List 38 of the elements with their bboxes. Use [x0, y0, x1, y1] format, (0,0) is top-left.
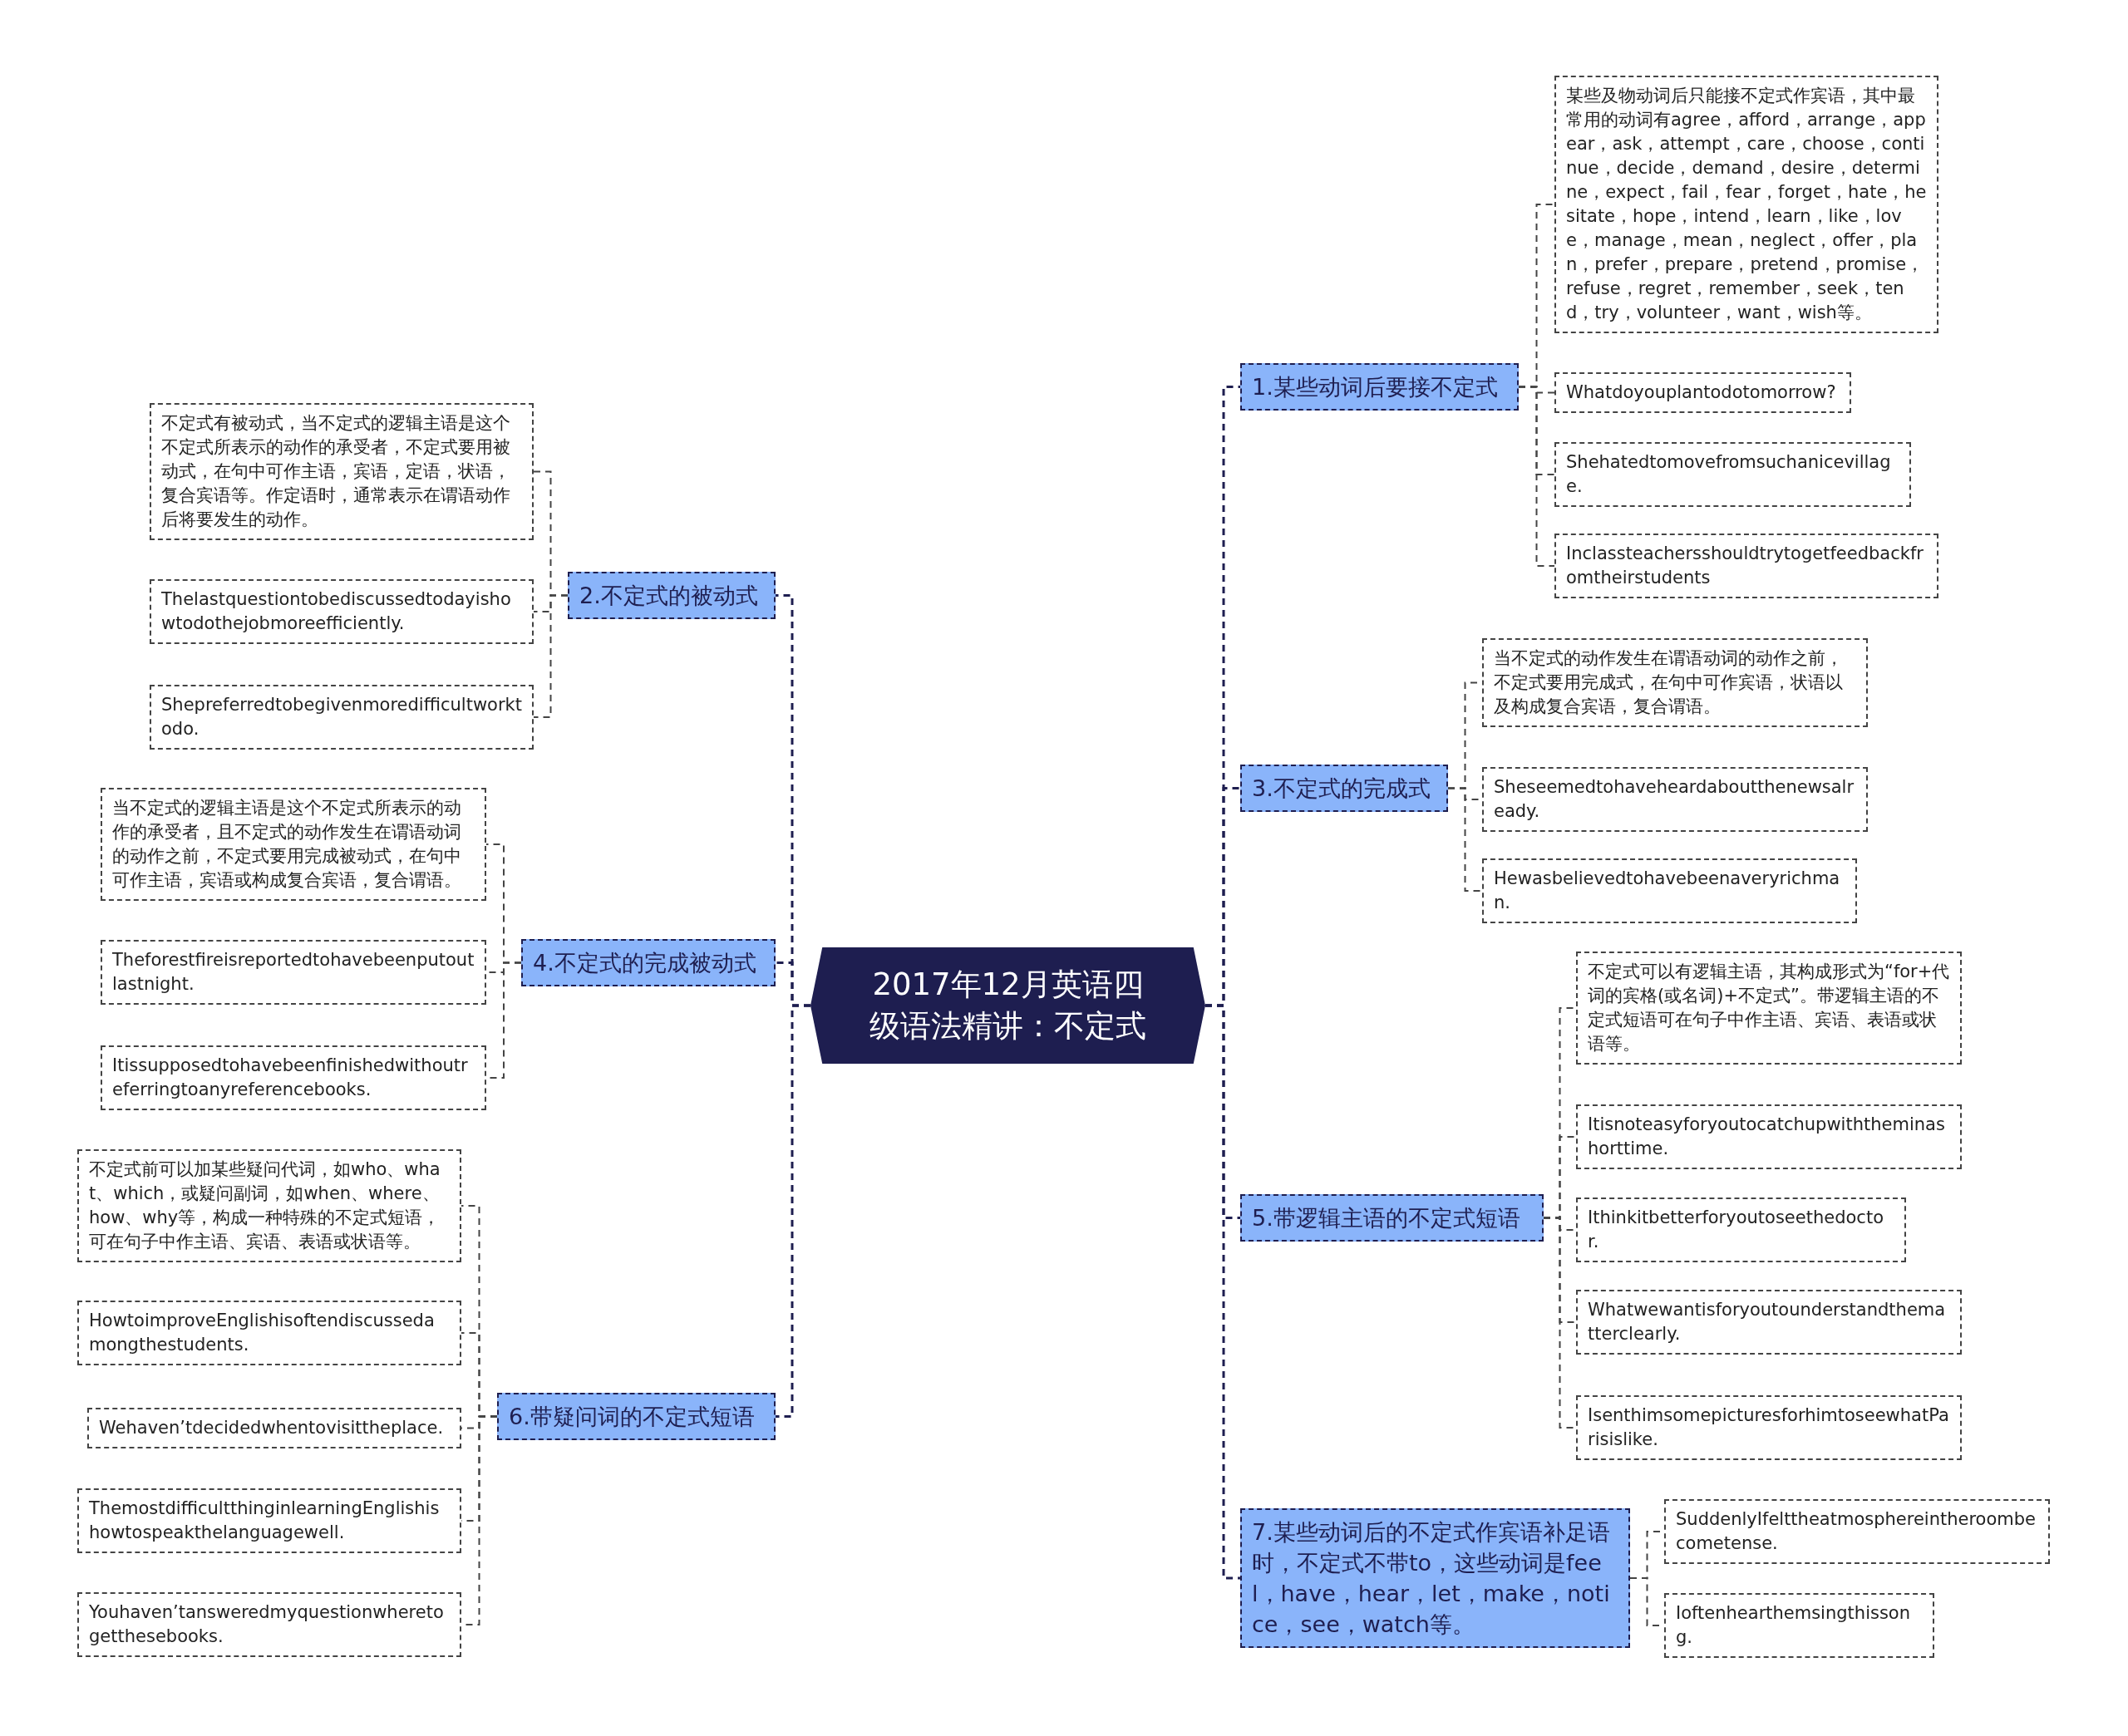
subtopic-box: Theforestfireisreportedtohavebeenputoutlastnight.	[101, 940, 486, 1005]
subtopic-box: Itissupposedtohavebeenfinishedwithoutreferringtoanyreferencebooks.	[101, 1045, 486, 1110]
subtopic-box: SuddenlyIfelttheatmosphereintheroombecometense.	[1664, 1499, 2050, 1564]
subtopic-box: 当不定式的逻辑主语是这个不定式所表示的动作的承受者，且不定式的动作发生在谓语动词的动作之前，不定式要用完成被动式，在句中可作主语，宾语或构成复合宾语，复合谓语。	[101, 788, 486, 901]
topic-box: 7.某些动词后的不定式作宾语补足语时，不定式不带to，这些动词是feel，have，hear，let，make，notice，see，watch等。	[1240, 1508, 1630, 1648]
subtopic-box: 某些及物动词后只能接不定式作宾语，其中最常用的动词有agree，afford，arrange，appear，ask，attempt，care，choose，continue，decide，demand，desire，determine，expect，fail，fear，forget，hate，hesitate，hope，intend，learn，like，love，manage，mean，neglect，offer，plan，prefer，prepare，pretend，promise，refuse，regret，remember，seek，tend，try，volunteer，want，wish等。	[1554, 76, 1938, 333]
topic-box: 4.不定式的完成被动式	[521, 938, 776, 986]
subtopic-box: Youhaven’tansweredmyquestionwheretogetthesebooks.	[77, 1592, 461, 1657]
connector-line	[1205, 1004, 1240, 1580]
subtopic-box: 不定式前可以加某些疑问代词，如who、what、which，或疑问副词，如when、where、how、why等，构成一种特殊的不定式短语，可在句子中作主语、宾语、表语或状语等。	[77, 1149, 461, 1262]
subtopic-box: Inclassteachersshouldtrytogetfeedbackfromtheirstudents	[1554, 534, 1938, 598]
connector-line	[1447, 787, 1483, 892]
subtopic-box: HowtoimproveEnglishisoftendiscussedamongthestudents.	[77, 1301, 461, 1365]
topic-box: 1.某些动词后要接不定式	[1240, 362, 1519, 411]
central-topic-hexagon: 2017年12月英语四级语法精讲：不定式	[810, 947, 1205, 1064]
subtopic-box: IsenthimsomepicturesforhimtoseewhatParisislike.	[1576, 1395, 1962, 1460]
subtopic-box: Whatwewantisforyoutounderstandthematterclearly.	[1576, 1290, 1962, 1355]
subtopic-box: Ithinkitbetterforyoutoseethedoctor.	[1576, 1197, 1906, 1262]
subtopic-box: Wehaven’tdecidedwhentovisittheplace.	[87, 1407, 461, 1448]
subtopic-box: ThemostdifficultthinginlearningEnglishishowtospeakthelanguagewell.	[77, 1488, 461, 1553]
connector-line	[776, 1004, 810, 1418]
subtopic-box: Shepreferredtobegivenmoredifficultworktodo.	[150, 685, 534, 750]
subtopic-box: Shehatedtomovefromsuchanicevillage.	[1554, 442, 1911, 507]
subtopic-box: Sheseemedtohaveheardaboutthenewsalready.	[1482, 767, 1868, 832]
topic-box: 2.不定式的被动式	[568, 571, 776, 619]
connector-line	[1518, 386, 1555, 567]
subtopic-box: 不定式有被动式，当不定式的逻辑主语是这个不定式所表示的动作的承受者，不定式要用被动式，在句中可作主语，宾语，定语，状语，复合宾语等。作定语时，通常表示在谓语动作后将要发生的动作。	[150, 402, 534, 540]
subtopic-box: Hewasbelievedtohavebeenaveryrichman.	[1482, 858, 1857, 923]
subtopic-box: Thelastquestiontobediscussedtodayishowtodothejobmoreefficiently.	[150, 579, 534, 644]
topic-box: 5.带逻辑主语的不定式短语	[1240, 1193, 1544, 1242]
topic-box: 6.带疑问词的不定式短语	[497, 1392, 776, 1440]
subtopic-box: 当不定式的动作发生在谓语动词的动作之前，不定式要用完成式，在句中可作宾语，状语以及构成复合宾语，复合谓语。	[1482, 637, 1868, 727]
subtopic-box: Itisnoteasyforyoutocatchupwiththeminashorttime.	[1576, 1104, 1962, 1169]
subtopic-box: 不定式可以有逻辑主语，其构成形式为“for+代词的宾格(或名词)+不定式”。带逻辑主语的不定式短语可在句子中作主语、宾语、表语或状语等。	[1576, 952, 1962, 1065]
subtopic-box: Whatdoyouplantodotomorrow?	[1554, 371, 1851, 413]
topic-box: 3.不定式的完成式	[1240, 764, 1448, 812]
connector-line	[533, 594, 569, 718]
subtopic-box: Ioftenhearthemsingthissong.	[1664, 1593, 1934, 1658]
